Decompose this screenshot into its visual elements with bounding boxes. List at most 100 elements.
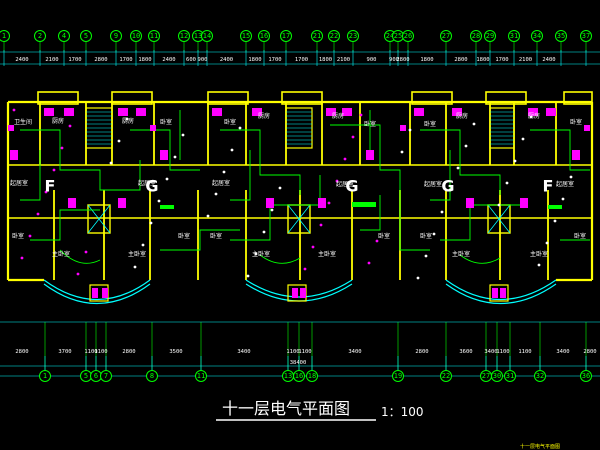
outlet-dot	[52, 168, 56, 172]
fixture-block	[212, 108, 222, 116]
outlet-dot	[222, 170, 226, 174]
outlet-dot	[529, 115, 533, 119]
axis-bubble	[195, 370, 207, 382]
fixture-block	[10, 150, 18, 160]
axis-number: 7	[104, 372, 108, 380]
fixture-block	[92, 288, 98, 298]
wall-box	[87, 204, 111, 234]
axis-bubble	[201, 30, 213, 42]
axis-bubble	[258, 30, 270, 42]
distribution-box	[352, 202, 376, 207]
fixture-block	[160, 150, 168, 160]
fixture-block	[318, 198, 326, 208]
axis-bubble	[311, 30, 323, 42]
room-label: 卧室	[570, 118, 582, 126]
axis-number: 21	[313, 32, 321, 40]
axis-bubble	[146, 370, 158, 382]
dimension-value: 1100	[84, 349, 97, 355]
drawing-scale: 1：100	[381, 405, 424, 419]
axis-number: 18	[308, 372, 316, 380]
outlet-dot	[173, 155, 177, 159]
outlet-dot	[36, 212, 40, 216]
outlet-dot	[60, 146, 64, 150]
outlet-dot	[230, 148, 234, 152]
wire-run	[259, 254, 301, 264]
wall-box	[411, 91, 453, 105]
outlet-dot	[408, 128, 412, 132]
axis-bubble	[440, 30, 452, 42]
room-label: 卧室	[210, 232, 222, 240]
wire-run	[20, 129, 141, 191]
distribution-box	[548, 205, 562, 209]
dimension-value: 1700	[119, 57, 132, 63]
outlet-dot	[569, 175, 573, 179]
fixture-block	[44, 108, 54, 116]
axis-bubble	[178, 30, 190, 42]
curved-balcony	[245, 283, 353, 302]
axis-bubble	[80, 30, 92, 42]
room-label: 主卧室	[52, 250, 70, 258]
wire-run	[440, 204, 520, 241]
axis-number: 10	[132, 32, 140, 40]
fixture-block	[118, 198, 126, 208]
dimension-value: 600	[186, 57, 196, 63]
unit-type-letter: F	[543, 177, 554, 196]
elevator-x	[87, 204, 111, 234]
axis-bubble	[293, 370, 305, 382]
outlet-dot	[76, 272, 80, 276]
dimension-value: 3400	[484, 349, 497, 355]
room-label: 卧室	[574, 232, 586, 240]
unit-type-letter: G	[441, 177, 454, 196]
outlet-dot	[12, 108, 16, 112]
outlet-dot	[165, 177, 169, 181]
room-label: 卧室	[420, 232, 432, 240]
outlet-dot	[303, 267, 307, 271]
fixture-block	[68, 198, 76, 208]
axis-bubble	[306, 370, 318, 382]
wall-box	[563, 91, 593, 105]
axis-bubble	[39, 370, 51, 382]
unit-type-letter: F	[45, 177, 56, 196]
axis-bubble	[347, 30, 359, 42]
outlet-dot	[238, 126, 242, 130]
outlet-dot	[464, 144, 468, 148]
room-label: 主卧室	[252, 250, 270, 258]
dimension-value: 3400	[348, 349, 361, 355]
axis-bubble	[508, 30, 520, 42]
axis-bubble	[484, 30, 496, 42]
fixture-block	[466, 198, 474, 208]
room-label: 主卧室	[530, 250, 548, 258]
room-label: 卧室	[378, 232, 390, 240]
wire-run	[330, 124, 430, 251]
fixture-block	[572, 150, 580, 160]
room-label: 主卧室	[452, 250, 470, 258]
axis-number: 15	[242, 32, 250, 40]
dimension-value: 2100	[337, 57, 350, 63]
fixture-block	[528, 108, 538, 116]
axis-bubble	[440, 370, 452, 382]
outlet-dot	[319, 223, 323, 227]
axis-number: 34	[533, 32, 541, 40]
axis-bubble	[402, 30, 414, 42]
room-label: 厨房	[52, 117, 64, 125]
dimension-value: 1700	[495, 57, 508, 63]
axis-number: 2	[38, 32, 42, 40]
wire-run	[220, 129, 301, 195]
axis-bubble	[148, 30, 160, 42]
outlet-dot	[254, 252, 258, 256]
wire-run	[230, 175, 321, 241]
axis-number: 14	[203, 32, 211, 40]
dimension-value: 900	[367, 57, 377, 63]
axis-bubble	[392, 370, 404, 382]
axis-number: 29	[486, 32, 494, 40]
outlet-dot	[133, 265, 137, 269]
wall-box	[485, 91, 527, 105]
wire-run	[230, 150, 251, 201]
floor-plan	[6, 91, 594, 305]
dimension-value: 1100	[518, 349, 531, 355]
axis-number: 8	[150, 372, 154, 380]
axis-bubble	[280, 30, 292, 42]
outlet-dot	[553, 219, 557, 223]
wire-run	[160, 229, 240, 251]
dimension-value: 3600	[459, 349, 472, 355]
